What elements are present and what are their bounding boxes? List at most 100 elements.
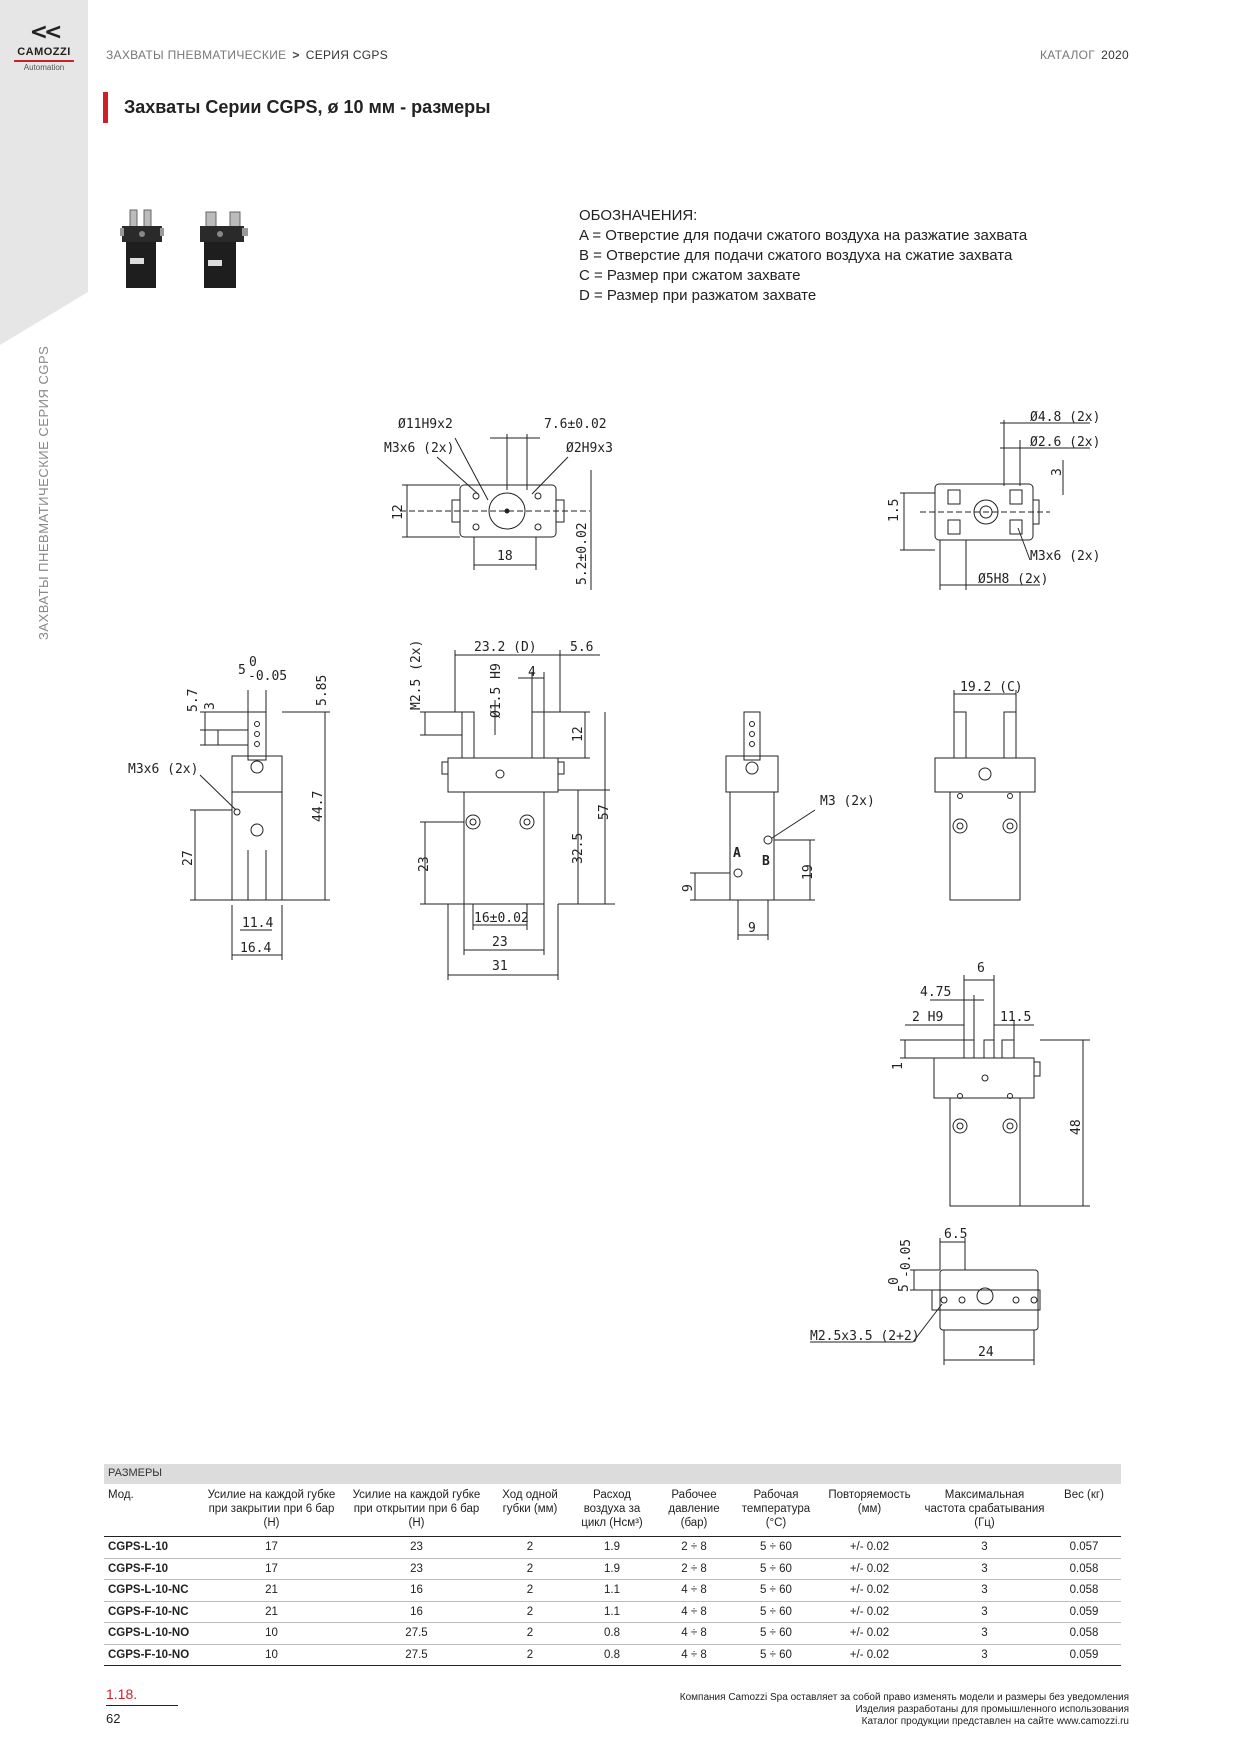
dim-top2-d3: 3: [1050, 468, 1065, 476]
dim-top2-d5: M3x6 (2x): [1030, 549, 1100, 564]
dim-side1-d5: M3x6 (2x): [128, 762, 198, 777]
cell: 23: [344, 1558, 489, 1580]
cell: 0.8: [571, 1644, 653, 1666]
cell: +/- 0.02: [817, 1601, 922, 1623]
table-row: CGPS-L-10-NC 21 16 2 1.1 4 ÷ 8 5 ÷ 60 +/…: [104, 1579, 1121, 1602]
cell: 16: [344, 1579, 489, 1602]
dim-top1-d5: 12: [391, 504, 406, 520]
dim-side1-d7: 44.7: [311, 791, 326, 822]
cell: 5 ÷ 60: [735, 1644, 817, 1666]
logo-underline: [14, 60, 74, 62]
breadcrumb-item-series[interactable]: СЕРИЯ CGPS: [305, 48, 389, 62]
product-photo-2: [200, 211, 248, 288]
cell: 3: [922, 1644, 1047, 1666]
page-section-number: 1.18.: [106, 1686, 138, 1702]
catalog-year: 2020: [1101, 48, 1129, 62]
top-view-ports: [400, 434, 592, 590]
catalog-text: КАТАЛОГ: [1040, 48, 1096, 62]
footer-disclaimer: Компания Camozzi Spa оставляет за собой …: [680, 1692, 1129, 1728]
dim-top1-d3: M3x6 (2x): [384, 441, 454, 456]
dim-front-d3: M2.5 (2x): [409, 640, 424, 710]
col-header-temperature: Рабочая температура (°С): [735, 1484, 817, 1537]
cell: +/- 0.02: [817, 1536, 922, 1559]
dimensions-table: РАЗМЕРЫ Мод. Усилие на каждой губке при …: [104, 1464, 1121, 1666]
dim-detail-d1: 6: [977, 961, 985, 976]
cell: 0.059: [1047, 1644, 1121, 1666]
cell: +/- 0.02: [817, 1622, 922, 1645]
dim-side1-d9: 16.4: [240, 941, 271, 956]
cell: 4 ÷ 8: [653, 1579, 735, 1602]
cell: 2: [489, 1579, 571, 1602]
cell: 3: [922, 1558, 1047, 1580]
cell: 1.1: [571, 1579, 653, 1602]
dim-top1-d7: 5.2±0.02: [575, 522, 590, 585]
camozzi-logo: << CAMOZZI Automation: [6, 22, 82, 72]
brand-subtitle: Automation: [23, 63, 65, 72]
table-header-row: Мод. Усилие на каждой губке при закрытии…: [104, 1484, 1121, 1537]
dim-bottom-d1: 6.5: [944, 1227, 967, 1242]
cell: 1.9: [571, 1536, 653, 1559]
cell: 5 ÷ 60: [735, 1579, 817, 1602]
dim-side1-d1b: -0.05: [248, 669, 287, 684]
dim-bottom-d2b: -0.05: [899, 1239, 914, 1278]
dim-front-d4: Ø1.5 H9: [489, 663, 504, 718]
product-photos: [120, 209, 248, 288]
disclaimer-line-2: Изделия разработаны для промышленного ис…: [855, 1704, 1129, 1715]
dim-detail-d2: 4.75: [920, 985, 951, 1000]
dim-top2-d6: Ø5H8 (2x): [978, 572, 1048, 587]
catalog-label: КАТАЛОГ 2020: [1040, 48, 1129, 62]
cell: 2: [489, 1601, 571, 1623]
col-header-weight: Вес (кг): [1047, 1484, 1121, 1537]
cell: 0.059: [1047, 1601, 1121, 1623]
cell: 2: [489, 1558, 571, 1580]
cell: 5 ÷ 60: [735, 1558, 817, 1580]
cell: 1.9: [571, 1558, 653, 1580]
cell: 5 ÷ 60: [735, 1601, 817, 1623]
table-caption: РАЗМЕРЫ: [104, 1464, 1121, 1484]
bottom-view: [810, 1238, 1041, 1365]
dim-top2-d2: Ø2.6 (2x): [1030, 435, 1100, 450]
page-title: Захваты Серии CGPS, ø 10 мм - размеры: [124, 97, 491, 117]
dim-detail-d6: 48: [1069, 1119, 1084, 1135]
page-number: 62: [106, 1711, 121, 1726]
dim-front-d11: 23: [492, 935, 508, 950]
cell: 0.057: [1047, 1536, 1121, 1559]
cell-model: CGPS-F-10-NO: [104, 1644, 199, 1666]
dim-side2-d6: 9: [748, 921, 756, 936]
cell: 3: [922, 1622, 1047, 1645]
cell: 3: [922, 1601, 1047, 1623]
dim-top1-d4: Ø2H9x3: [566, 441, 613, 456]
cell: 16: [344, 1601, 489, 1623]
dim-bottom-d3: M2.5x3.5 (2+2): [810, 1329, 920, 1344]
cell: 5 ÷ 60: [735, 1622, 817, 1645]
col-header-open-force: Усилие на каждой губке при открытии при …: [344, 1484, 489, 1537]
col-header-air-consumption: Расход воздуха за цикл (Нсм³): [571, 1484, 653, 1537]
camozzi-mark-icon: <<: [29, 20, 63, 45]
table-row: CGPS-F-10-NO 10 27.5 2 0.8 4 ÷ 8 5 ÷ 60 …: [104, 1644, 1121, 1666]
cell-model: CGPS-F-10: [104, 1558, 199, 1580]
cell: +/- 0.02: [817, 1558, 922, 1580]
cell: +/- 0.02: [817, 1579, 922, 1602]
cell: 0.058: [1047, 1579, 1121, 1602]
legend-item-c: C = Размер при сжатом захвате: [579, 267, 801, 284]
dim-front-d7: 57: [597, 804, 612, 820]
legend-heading: ОБОЗНАЧЕНИЯ:: [579, 207, 698, 224]
dim-side2-d4: 9: [681, 884, 696, 892]
cell: 0.8: [571, 1622, 653, 1645]
cell: 27.5: [344, 1644, 489, 1666]
cell: 5 ÷ 60: [735, 1536, 817, 1559]
cell: 4 ÷ 8: [653, 1644, 735, 1666]
disclaimer-line-3: Каталог продукции представлен на сайте w…: [861, 1716, 1129, 1727]
breadcrumb-separator: >: [292, 48, 300, 62]
cell: 2: [489, 1536, 571, 1559]
page-number-divider: [106, 1705, 178, 1706]
breadcrumb-item-grippers[interactable]: ЗАХВАТЫ ПНЕВМАТИЧЕСКИЕ: [106, 48, 287, 62]
dim-top2-d1: Ø4.8 (2x): [1030, 410, 1100, 425]
cell: +/- 0.02: [817, 1644, 922, 1666]
dim-front-d8: 23: [417, 856, 432, 872]
dim-detail-d3: 2 H9: [912, 1010, 943, 1025]
dim-front-d9: 32.5: [571, 833, 586, 864]
cell: 0.058: [1047, 1622, 1121, 1645]
cell: 0.058: [1047, 1558, 1121, 1580]
